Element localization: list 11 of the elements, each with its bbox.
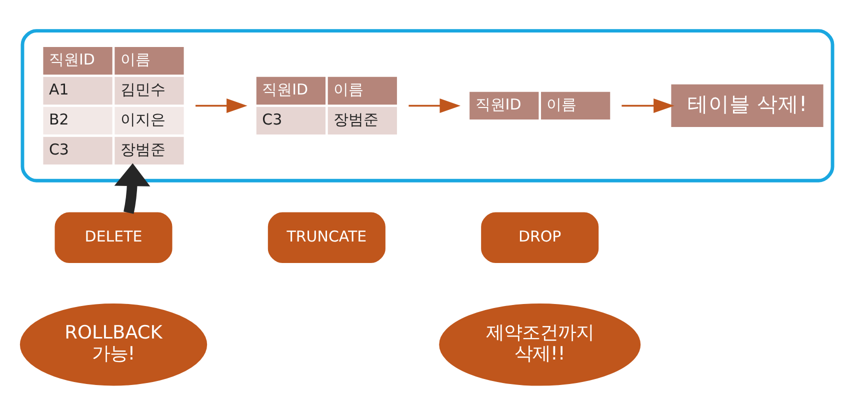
arrow <box>622 98 674 113</box>
node-box: DELETE <box>54 212 172 263</box>
arrow <box>408 98 460 113</box>
arrow <box>114 163 150 214</box>
node-box: 테이블 삭제! <box>671 84 824 128</box>
cluster <box>20 29 834 182</box>
node-ellipse: ROLLBACK 가능! <box>20 304 208 386</box>
node-box: TRUNCATE <box>268 212 386 263</box>
node-box: DROP <box>481 212 599 263</box>
arrow <box>196 98 248 113</box>
node-ellipse: 제약조건까지 삭제!! <box>439 304 641 386</box>
